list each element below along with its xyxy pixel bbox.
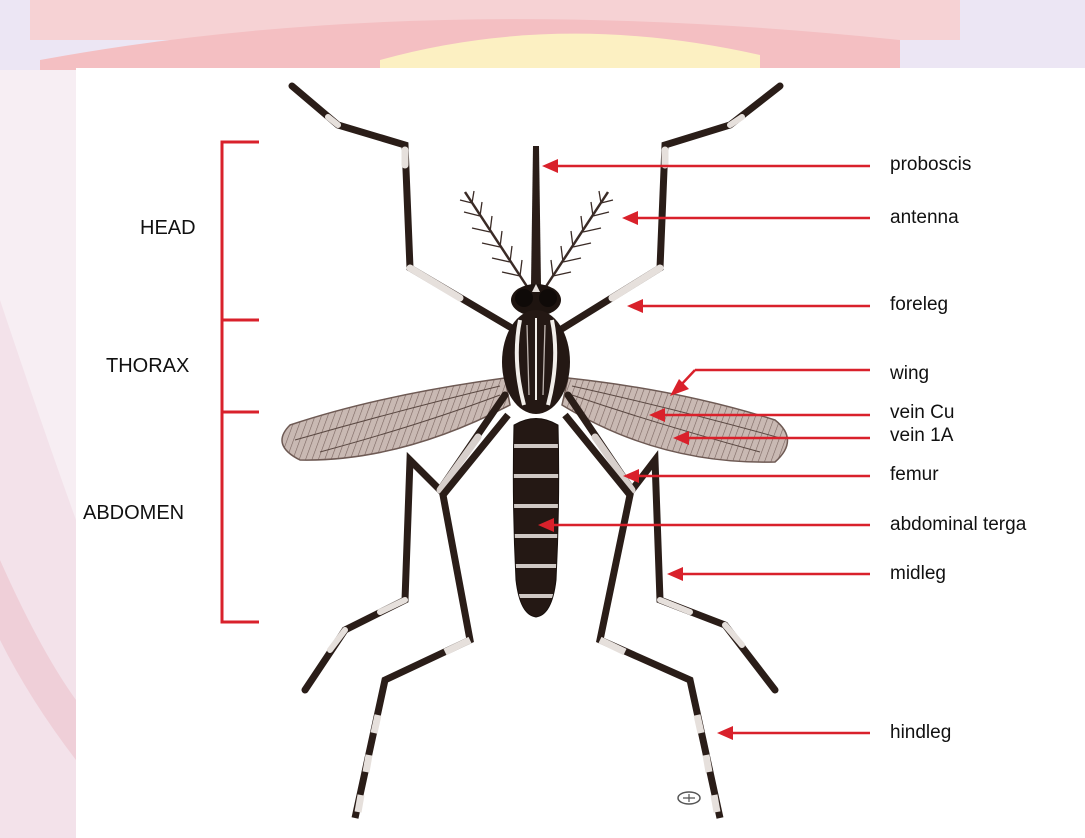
thorax-shape — [502, 310, 570, 414]
arrow-hindleg — [717, 726, 870, 740]
part-label-wing: wing — [890, 363, 929, 385]
arrow-abdominal-terga — [538, 518, 870, 532]
region-label-thorax: THORAX — [106, 355, 189, 377]
part-label-proboscis: proboscis — [890, 154, 971, 176]
left-wing — [282, 378, 510, 460]
part-label-hindleg: hindleg — [890, 722, 951, 744]
region-label-head: HEAD — [140, 217, 196, 239]
part-label-midleg: midleg — [890, 563, 946, 585]
proboscis-shape — [531, 146, 541, 285]
part-label-abdominal-terga: abdominal terga — [890, 514, 1026, 536]
abdomen-shape — [513, 419, 558, 618]
part-label-femur: femur — [890, 464, 939, 486]
diagram-panel: HEAD THORAX ABDOMEN proboscis antenna fo… — [76, 68, 1085, 838]
part-label-antenna: antenna — [890, 207, 959, 229]
arrow-wing — [670, 370, 870, 396]
arrow-proboscis — [542, 159, 870, 173]
arrow-femur — [623, 469, 870, 483]
artist-mark-icon — [678, 792, 700, 804]
region-bracket — [222, 142, 259, 622]
part-label-vein-cu: vein Cu — [890, 402, 954, 424]
region-label-abdomen: ABDOMEN — [83, 502, 184, 524]
arrow-foreleg — [627, 299, 870, 313]
right-foreleg — [560, 86, 780, 330]
part-label-foreleg: foreleg — [890, 294, 948, 316]
arrow-midleg — [667, 567, 870, 581]
part-label-vein-1a: vein 1A — [890, 425, 953, 447]
